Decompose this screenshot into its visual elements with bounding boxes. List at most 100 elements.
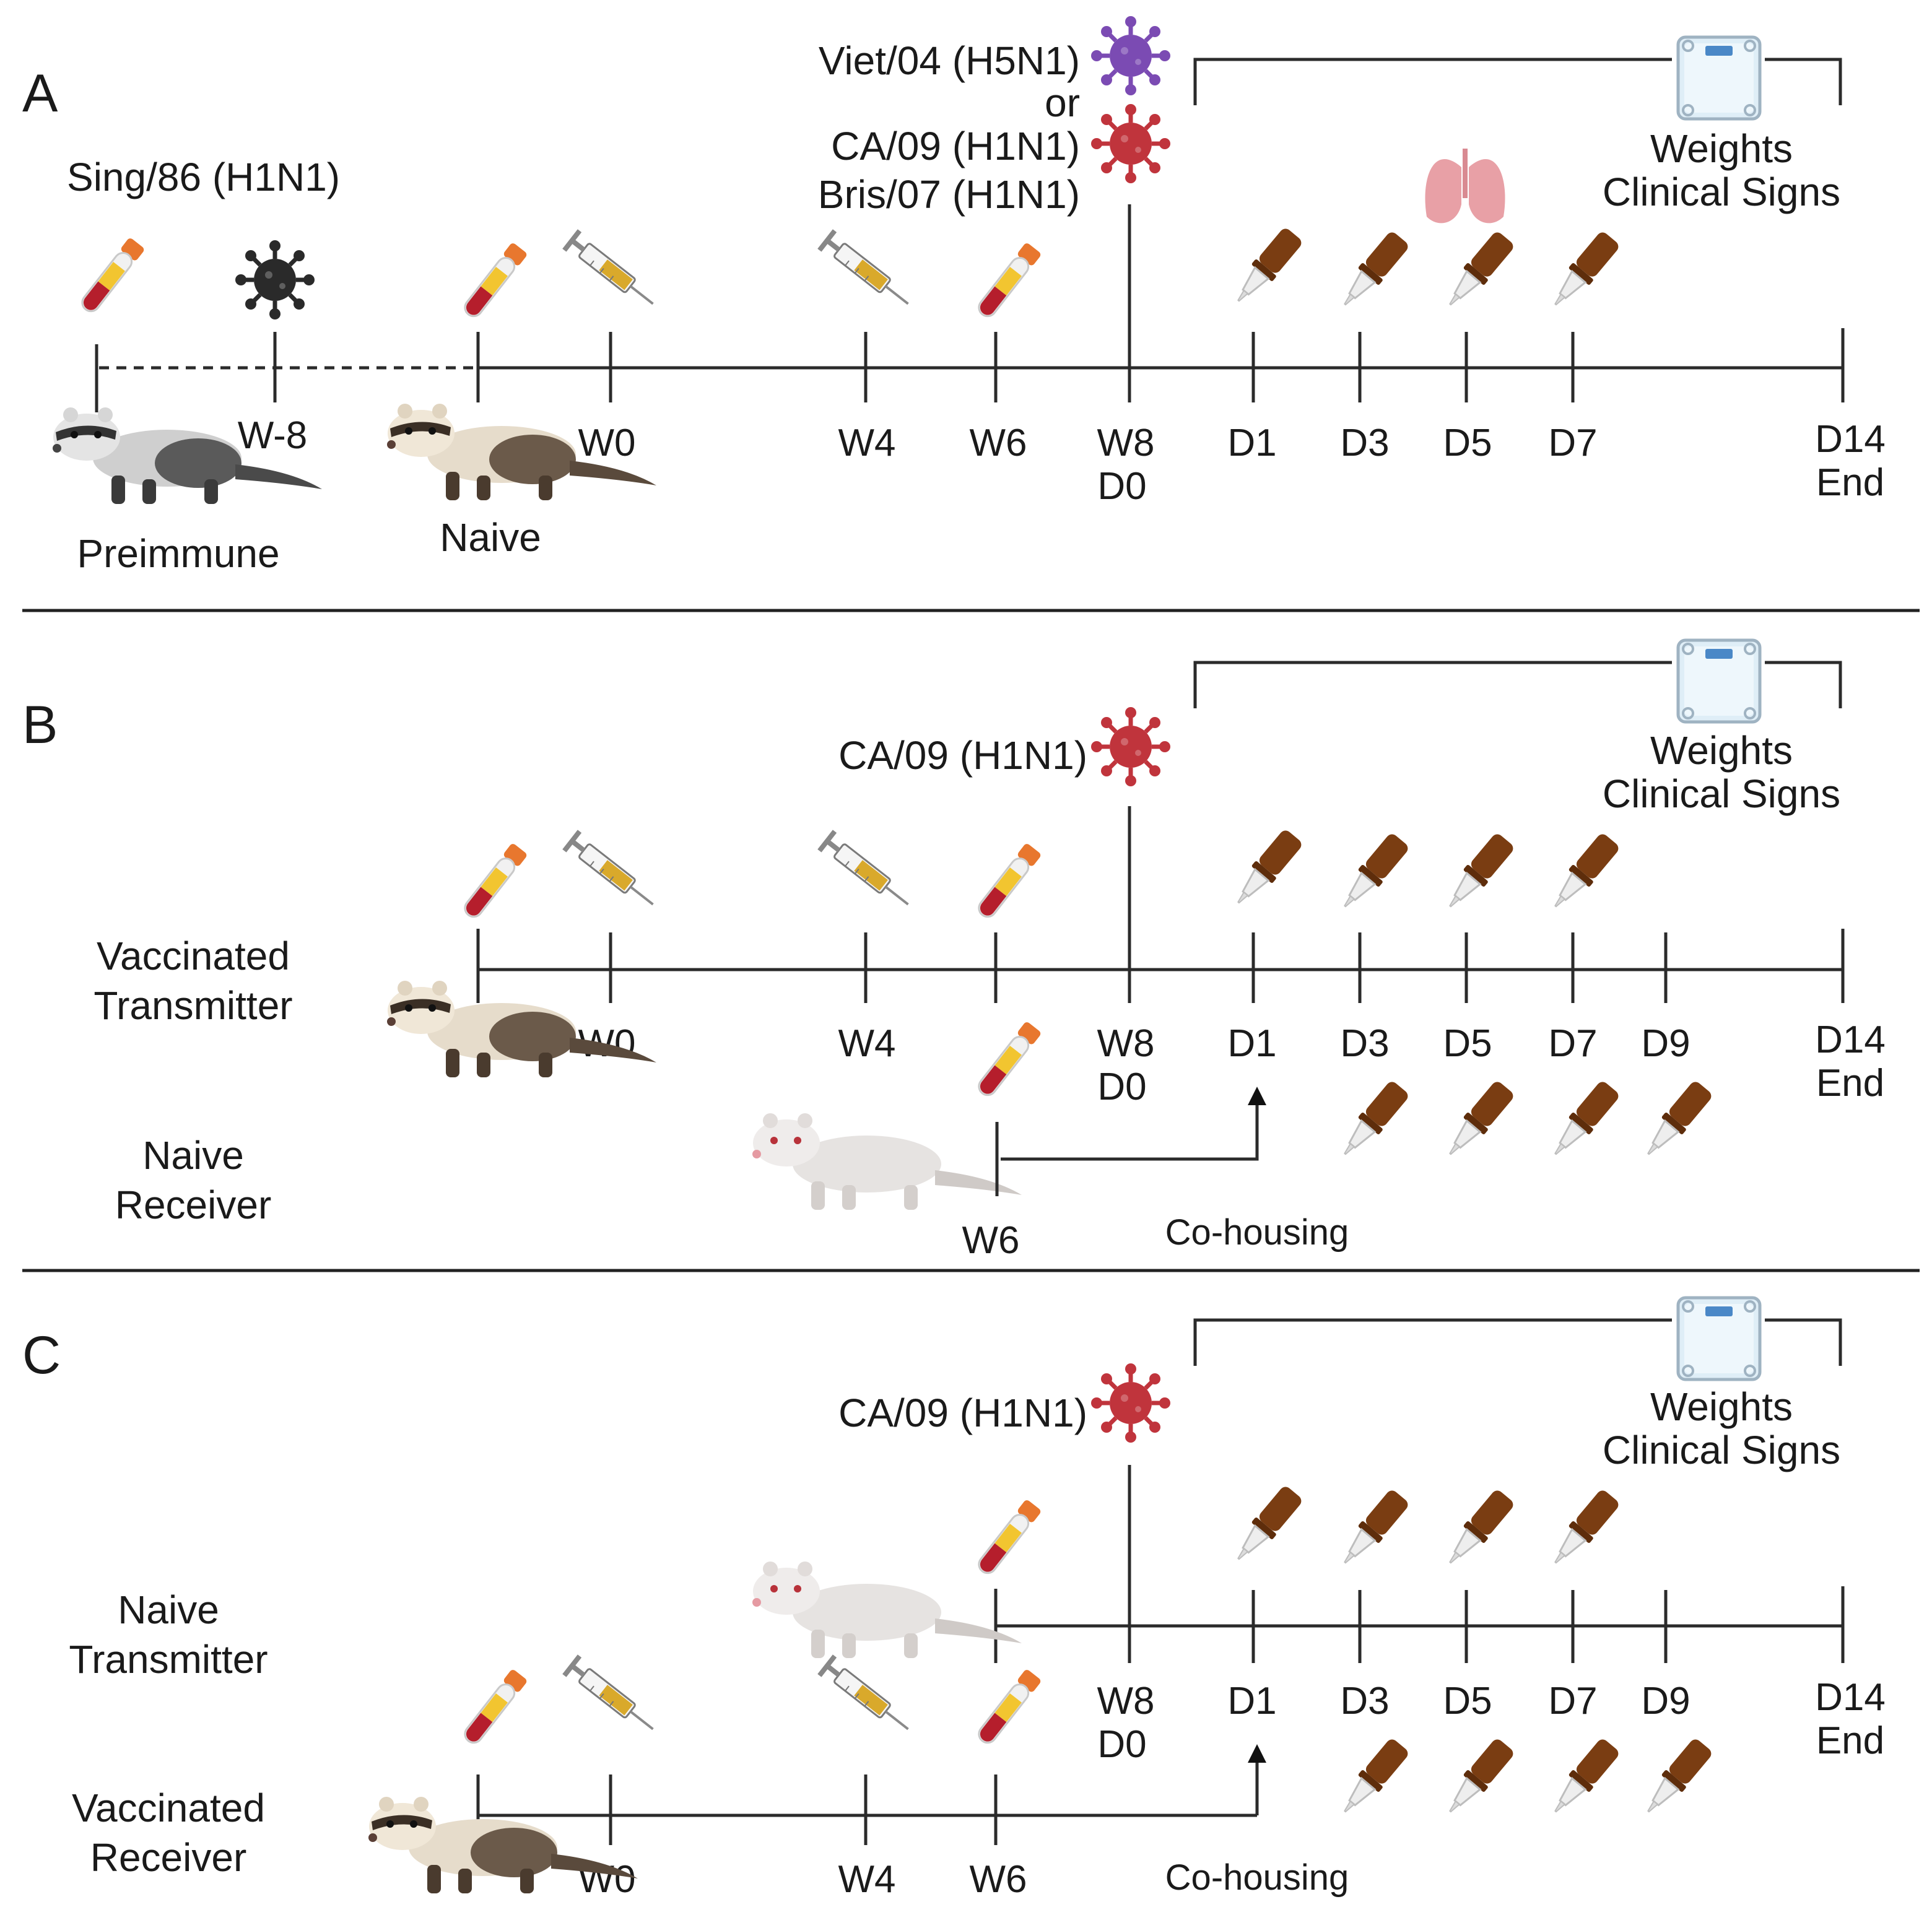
weight-scale-icon <box>1678 640 1760 722</box>
blood-tube-icon <box>77 236 147 317</box>
nasal-wash-icon <box>1438 830 1518 916</box>
tick-label-w4: W4 <box>838 422 896 464</box>
tick-label-d0: D0 <box>1097 1723 1146 1766</box>
tick-label-w8: W8 <box>1097 1680 1155 1722</box>
tick-label-d5: D5 <box>1443 422 1492 464</box>
tick-label-d3: D3 <box>1340 1680 1389 1722</box>
naive-ferret-icon <box>752 1562 1022 1658</box>
nasal-wash-icon <box>1438 1486 1518 1573</box>
tick-label-d9: D9 <box>1641 1680 1690 1722</box>
tick-label-end: End <box>1816 461 1884 504</box>
tick-label-w8: W8 <box>1097 422 1155 464</box>
group-receiver-label-line2: Receiver <box>115 1183 272 1227</box>
tick-label-d14: D14 <box>1815 1019 1886 1061</box>
monitor-clinical-label: Clinical Signs <box>1603 1428 1840 1472</box>
blood-tube-icon <box>973 241 1043 322</box>
challenge-bris07-label: Bris/07 (H1N1) <box>818 172 1080 217</box>
panel-a-ticks <box>95 204 1845 412</box>
h5n1-virus-icon <box>1091 16 1170 95</box>
blood-tube-icon <box>973 1498 1043 1579</box>
nasal-wash-icon <box>1333 1486 1412 1573</box>
panel-c: C CA/09 (H1N1) Weights Clinical Signs W8… <box>22 1298 1886 1901</box>
tick-label-end: End <box>1816 1062 1884 1105</box>
group-transmitter-label-line2: Transmitter <box>94 983 292 1028</box>
tick-label-d1: D1 <box>1227 422 1276 464</box>
monitor-weights-label: Weights <box>1650 728 1793 773</box>
group-naive-label: Naive <box>440 515 541 560</box>
cohousing-label: Co-housing <box>1165 1212 1349 1253</box>
monitoring-bracket-right <box>1765 1318 1842 1366</box>
monitor-clinical-label: Clinical Signs <box>1603 170 1840 214</box>
challenge-ca09-label: CA/09 (H1N1) <box>838 733 1087 778</box>
tick-label-d5: D5 <box>1443 1680 1492 1722</box>
tick-label-w6: W6 <box>970 422 1027 464</box>
group-transmitter-label: Vaccinated <box>97 934 290 978</box>
tick-label-end: End <box>1816 1719 1884 1762</box>
tick-label-d1: D1 <box>1227 1022 1276 1065</box>
tick-label-w4: W4 <box>838 1858 896 1901</box>
challenge-h5n1-label: Viet/04 (H5N1) <box>819 38 1080 83</box>
syringe-icon <box>816 828 917 916</box>
naive-ferret-icon <box>752 1113 1022 1210</box>
nasal-wash-icon <box>1227 826 1306 913</box>
nasal-wash-icon <box>1227 1482 1306 1569</box>
group-transmitter-label: Naive <box>118 1588 219 1632</box>
tick-label-d0: D0 <box>1097 1066 1146 1108</box>
monitoring-bracket-left <box>1193 1318 1672 1366</box>
nasal-wash-icon <box>1438 1735 1518 1822</box>
panel-c-receiver-ticks <box>476 1775 998 1845</box>
tick-label-d7: D7 <box>1548 422 1597 464</box>
monitor-weights-label: Weights <box>1650 126 1793 171</box>
group-preimmune-label: Preimmune <box>77 531 279 576</box>
tick-label-d7: D7 <box>1548 1680 1597 1722</box>
challenge-ca09-label: CA/09 (H1N1) <box>831 124 1080 168</box>
blood-tube-icon <box>973 1020 1043 1101</box>
nasal-wash-icon <box>1544 830 1623 916</box>
lungs-icon <box>1425 149 1505 224</box>
nasal-wash-icon <box>1544 1486 1623 1573</box>
tick-label-d3: D3 <box>1340 1022 1389 1065</box>
tick-label-d3: D3 <box>1340 422 1389 464</box>
tick-label-w4: W4 <box>838 1022 896 1065</box>
h1n1-virus-icon <box>1091 707 1170 786</box>
cohousing-label: Co-housing <box>1165 1857 1349 1898</box>
blood-tube-icon <box>459 241 529 322</box>
nasal-wash-icon <box>1637 1735 1716 1822</box>
panel-b-label: B <box>22 695 58 755</box>
tick-label-w8: W8 <box>1097 1022 1155 1065</box>
monitoring-bracket-right <box>1765 58 1842 105</box>
nasal-wash-icon <box>1333 228 1412 315</box>
tick-label-d1: D1 <box>1227 1680 1276 1722</box>
panel-a-label: A <box>22 64 58 123</box>
tick-label-w-8: W-8 <box>238 414 308 457</box>
cohousing-arrow <box>1001 1087 1266 1161</box>
tick-label-d5: D5 <box>1443 1022 1492 1065</box>
tick-label-d14: D14 <box>1815 418 1886 461</box>
nasal-wash-icon <box>1227 224 1306 311</box>
nasal-wash-icon <box>1333 1077 1412 1164</box>
panel-b: B CA/09 (H1N1) Weights Clinical Signs W0… <box>22 640 1886 1262</box>
blood-tube-icon <box>459 841 529 923</box>
nasal-wash-icon <box>1544 1735 1623 1822</box>
syringe-icon <box>561 1653 662 1740</box>
nasal-wash-icon <box>1544 228 1623 315</box>
syringe-icon <box>561 828 662 916</box>
nasal-wash-icon <box>1333 1735 1412 1822</box>
tick-label-d9: D9 <box>1641 1022 1690 1065</box>
monitor-weights-label: Weights <box>1650 1384 1793 1429</box>
group-receiver-label: Vaccinated <box>72 1786 265 1830</box>
group-receiver-label: Naive <box>142 1133 244 1178</box>
tick-label-w6: W6 <box>962 1219 1020 1262</box>
h1n1-virus-icon <box>1091 1363 1170 1443</box>
h1n1-virus-icon <box>1091 104 1170 183</box>
blood-tube-icon <box>973 841 1043 923</box>
tick-label-d0: D0 <box>1097 465 1146 508</box>
preimmune-virus-icon <box>235 240 315 319</box>
panel-a: A Sing/86 (H1N1) Viet/04 (H5N1) or CA/09… <box>22 16 1886 576</box>
preimmune-strain-label: Sing/86 (H1N1) <box>67 155 340 199</box>
monitoring-bracket-left <box>1193 661 1672 708</box>
nasal-wash-icon <box>1544 1077 1623 1164</box>
syringe-icon <box>816 228 917 315</box>
syringe-icon <box>561 228 662 315</box>
